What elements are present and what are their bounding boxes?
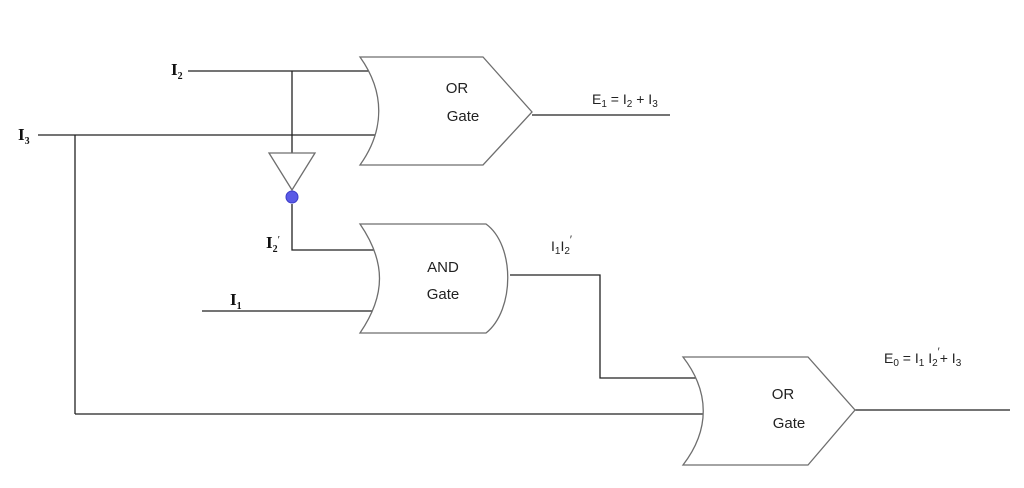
not-gate — [267, 152, 317, 204]
or-gate-bottom-label-2: Gate — [773, 415, 806, 432]
svg-text:AND: AND — [427, 259, 459, 276]
and-gate-label-2: Gate — [427, 286, 460, 303]
or-gate-bottom: OR Gate — [681, 356, 856, 466]
wires — [38, 70, 1010, 415]
output-label-e1: E1 = I2 + I3 — [592, 91, 658, 110]
input-label-i2: I2 — [171, 60, 183, 82]
or-gate-bottom-label-1: OR — [772, 386, 795, 403]
and-gate-label-1: AND — [427, 259, 459, 276]
svg-text:Gate: Gate — [773, 415, 806, 432]
svg-text:Gate: Gate — [447, 108, 480, 125]
wire-and-out — [510, 274, 700, 379]
wire-i2-not — [291, 204, 376, 251]
or-gate-top: OR Gate — [358, 56, 533, 166]
input-label-i2-not: I2′ — [266, 233, 280, 255]
svg-text:Gate: Gate — [427, 286, 460, 303]
input-label-i1: I1 — [230, 290, 242, 312]
or-gate-top-label-2: Gate — [447, 108, 480, 125]
svg-text:OR: OR — [772, 386, 795, 403]
input-label-i3: I3 — [18, 125, 30, 147]
output-label-and: I1I2′ — [551, 234, 572, 257]
not-gate-bubble — [285, 190, 299, 204]
and-gate-middle: AND Gate — [358, 223, 509, 334]
output-label-e0: E0 = I1 I2′+ I3 — [884, 346, 962, 369]
svg-text:OR: OR — [446, 80, 469, 97]
or-gate-top-label-1: OR — [446, 80, 469, 97]
